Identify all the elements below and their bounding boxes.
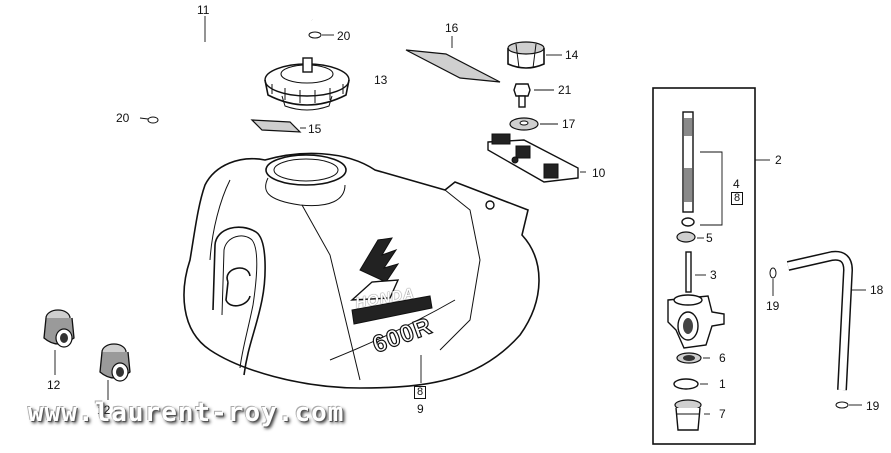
fuel-cap xyxy=(264,57,350,111)
part-number-14: 14 xyxy=(565,48,579,62)
part-number-5: 5 xyxy=(706,231,713,245)
part-number-3: 3 xyxy=(710,268,717,282)
sub-ref-4: 8 xyxy=(731,192,744,205)
part-number-19-bottom: 19 xyxy=(866,399,880,413)
part-number-10: 10 xyxy=(592,166,606,180)
part-number-19-top: 19 xyxy=(766,299,780,313)
rubber-cushion xyxy=(507,41,562,69)
tank-bracket xyxy=(487,133,586,183)
part-number-9: 9 xyxy=(417,402,424,416)
part-number-16: 16 xyxy=(445,21,459,35)
part-number-7: 7 xyxy=(719,407,726,421)
part-number-4: 4 xyxy=(733,177,740,191)
mounting-bolt xyxy=(513,83,554,108)
breather-hose xyxy=(148,11,314,115)
rubber-damper-left xyxy=(43,309,75,375)
part-number-11: 11 xyxy=(197,3,210,17)
hose-clip-top xyxy=(308,31,334,39)
part-number-17: 17 xyxy=(562,117,576,131)
part-number-15: 15 xyxy=(308,122,322,136)
fuel-tube xyxy=(786,250,866,391)
hose-clip-bottom xyxy=(139,116,159,124)
part-number-12-left: 12 xyxy=(47,378,61,392)
tube-clip-bottom xyxy=(835,401,862,409)
washer xyxy=(509,117,558,131)
part-number-21: 21 xyxy=(558,83,572,97)
part-number-20-left: 20 xyxy=(116,111,130,125)
tank-pad xyxy=(405,36,501,83)
sub-ref-9: 8 xyxy=(414,386,427,399)
part-number-18: 18 xyxy=(870,283,884,297)
watermark-text: www.laurent-roy.com xyxy=(28,398,345,428)
part-number-6: 6 xyxy=(719,351,726,365)
part-number-12-right: 12 xyxy=(97,403,111,417)
rubber-damper-right xyxy=(99,343,131,400)
fuel-valve-assembly xyxy=(652,87,770,445)
fuel-tank xyxy=(183,152,540,389)
part-number-2: 2 xyxy=(775,153,782,167)
part-number-1: 1 xyxy=(719,377,726,391)
cap-gasket xyxy=(250,119,306,133)
part-number-13: 13 xyxy=(374,73,388,87)
tube-clip-top xyxy=(769,267,777,296)
part-number-20-top: 20 xyxy=(337,29,351,43)
